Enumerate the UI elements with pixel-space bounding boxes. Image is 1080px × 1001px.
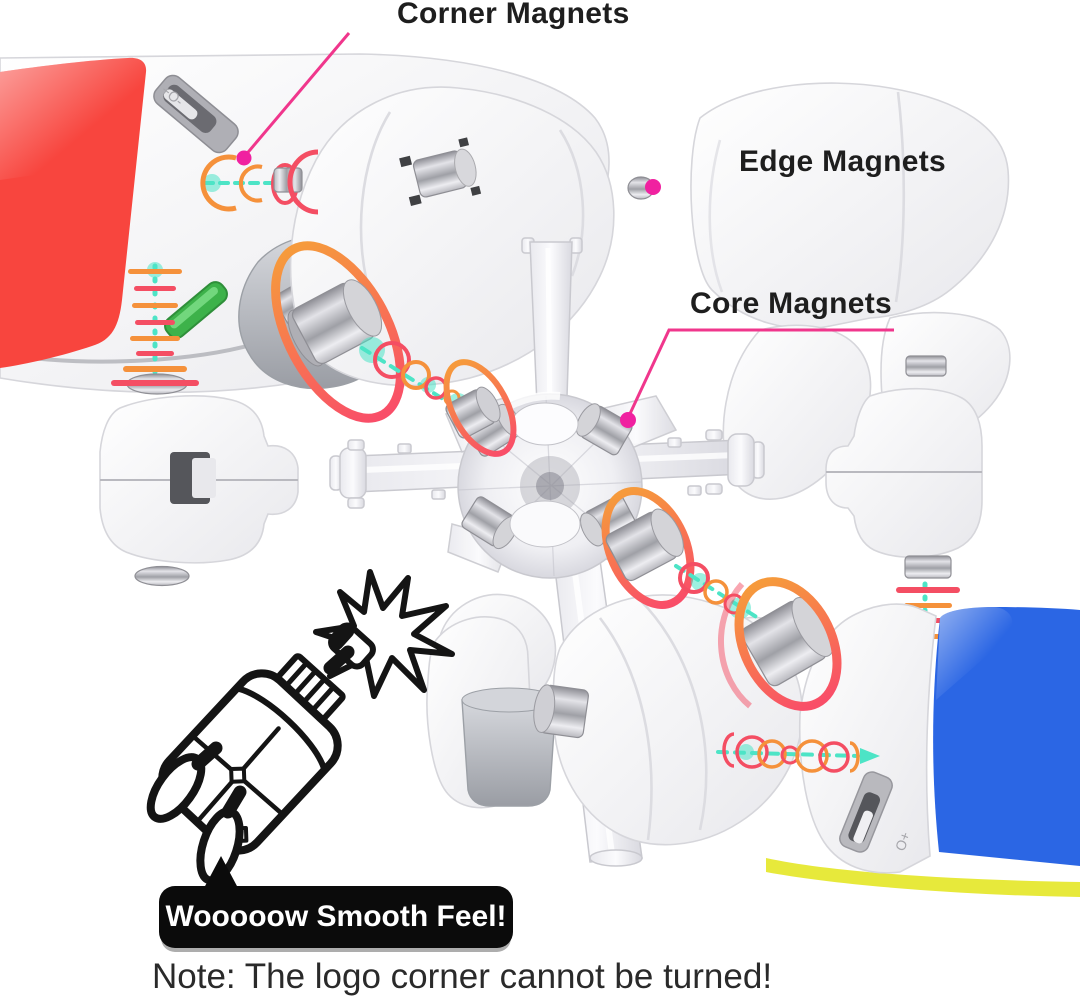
mold-mark-blue: O+ xyxy=(892,830,914,853)
magnet-below xyxy=(904,555,952,579)
core-axis-vertical-top xyxy=(521,237,583,429)
green-slot xyxy=(164,281,228,339)
gray-bucket xyxy=(461,699,557,807)
disc-magnet xyxy=(134,565,190,587)
note-text: Note: The logo corner cannot be turned! xyxy=(152,957,773,996)
corner-field-stack xyxy=(111,262,199,397)
flying-magnet-large xyxy=(741,597,834,687)
callout-edge xyxy=(645,179,952,195)
speech-bubble-tail xyxy=(204,856,238,888)
magnet-above xyxy=(905,355,947,377)
screw-slot xyxy=(153,74,239,154)
speech-bubble-text: Wooooow Smooth Feel! xyxy=(165,900,507,933)
bottom-pieces xyxy=(426,593,804,846)
edge-magnet-cylinder xyxy=(533,684,589,739)
callout-corner-line xyxy=(242,32,351,158)
blue-sticker xyxy=(933,607,1080,866)
edge-magnets-label: Edge Magnets xyxy=(739,145,946,178)
corner-magnets-label: Corner Magnets xyxy=(397,0,630,30)
teal-arrow xyxy=(860,748,880,764)
magnet-chain-upper xyxy=(200,149,517,457)
callout-core-dot xyxy=(620,412,636,428)
left-center-piece xyxy=(99,395,299,587)
core-magnet-cylinder xyxy=(576,403,633,456)
horizontal-ring-chain xyxy=(716,732,880,773)
corner-magnet-cylinder xyxy=(399,137,482,206)
yellow-sticker xyxy=(766,858,1080,897)
screw-slot xyxy=(839,771,893,853)
speech-bubble: Wooooow Smooth Feel! xyxy=(159,886,513,948)
flying-magnet xyxy=(605,508,684,582)
core-magnets-label: Core Magnets xyxy=(690,287,892,320)
callout-edge-dot xyxy=(645,179,661,195)
callout-core-line xyxy=(626,328,894,419)
callout-core xyxy=(620,328,894,428)
flying-magnet-large xyxy=(287,279,383,367)
callout-corner xyxy=(236,31,630,166)
magnet-chain-lower xyxy=(601,487,842,711)
smooth-cube-doodle xyxy=(146,569,455,885)
callout-corner-dot xyxy=(236,150,252,166)
blue-corner-piece: O+ xyxy=(766,603,1080,897)
